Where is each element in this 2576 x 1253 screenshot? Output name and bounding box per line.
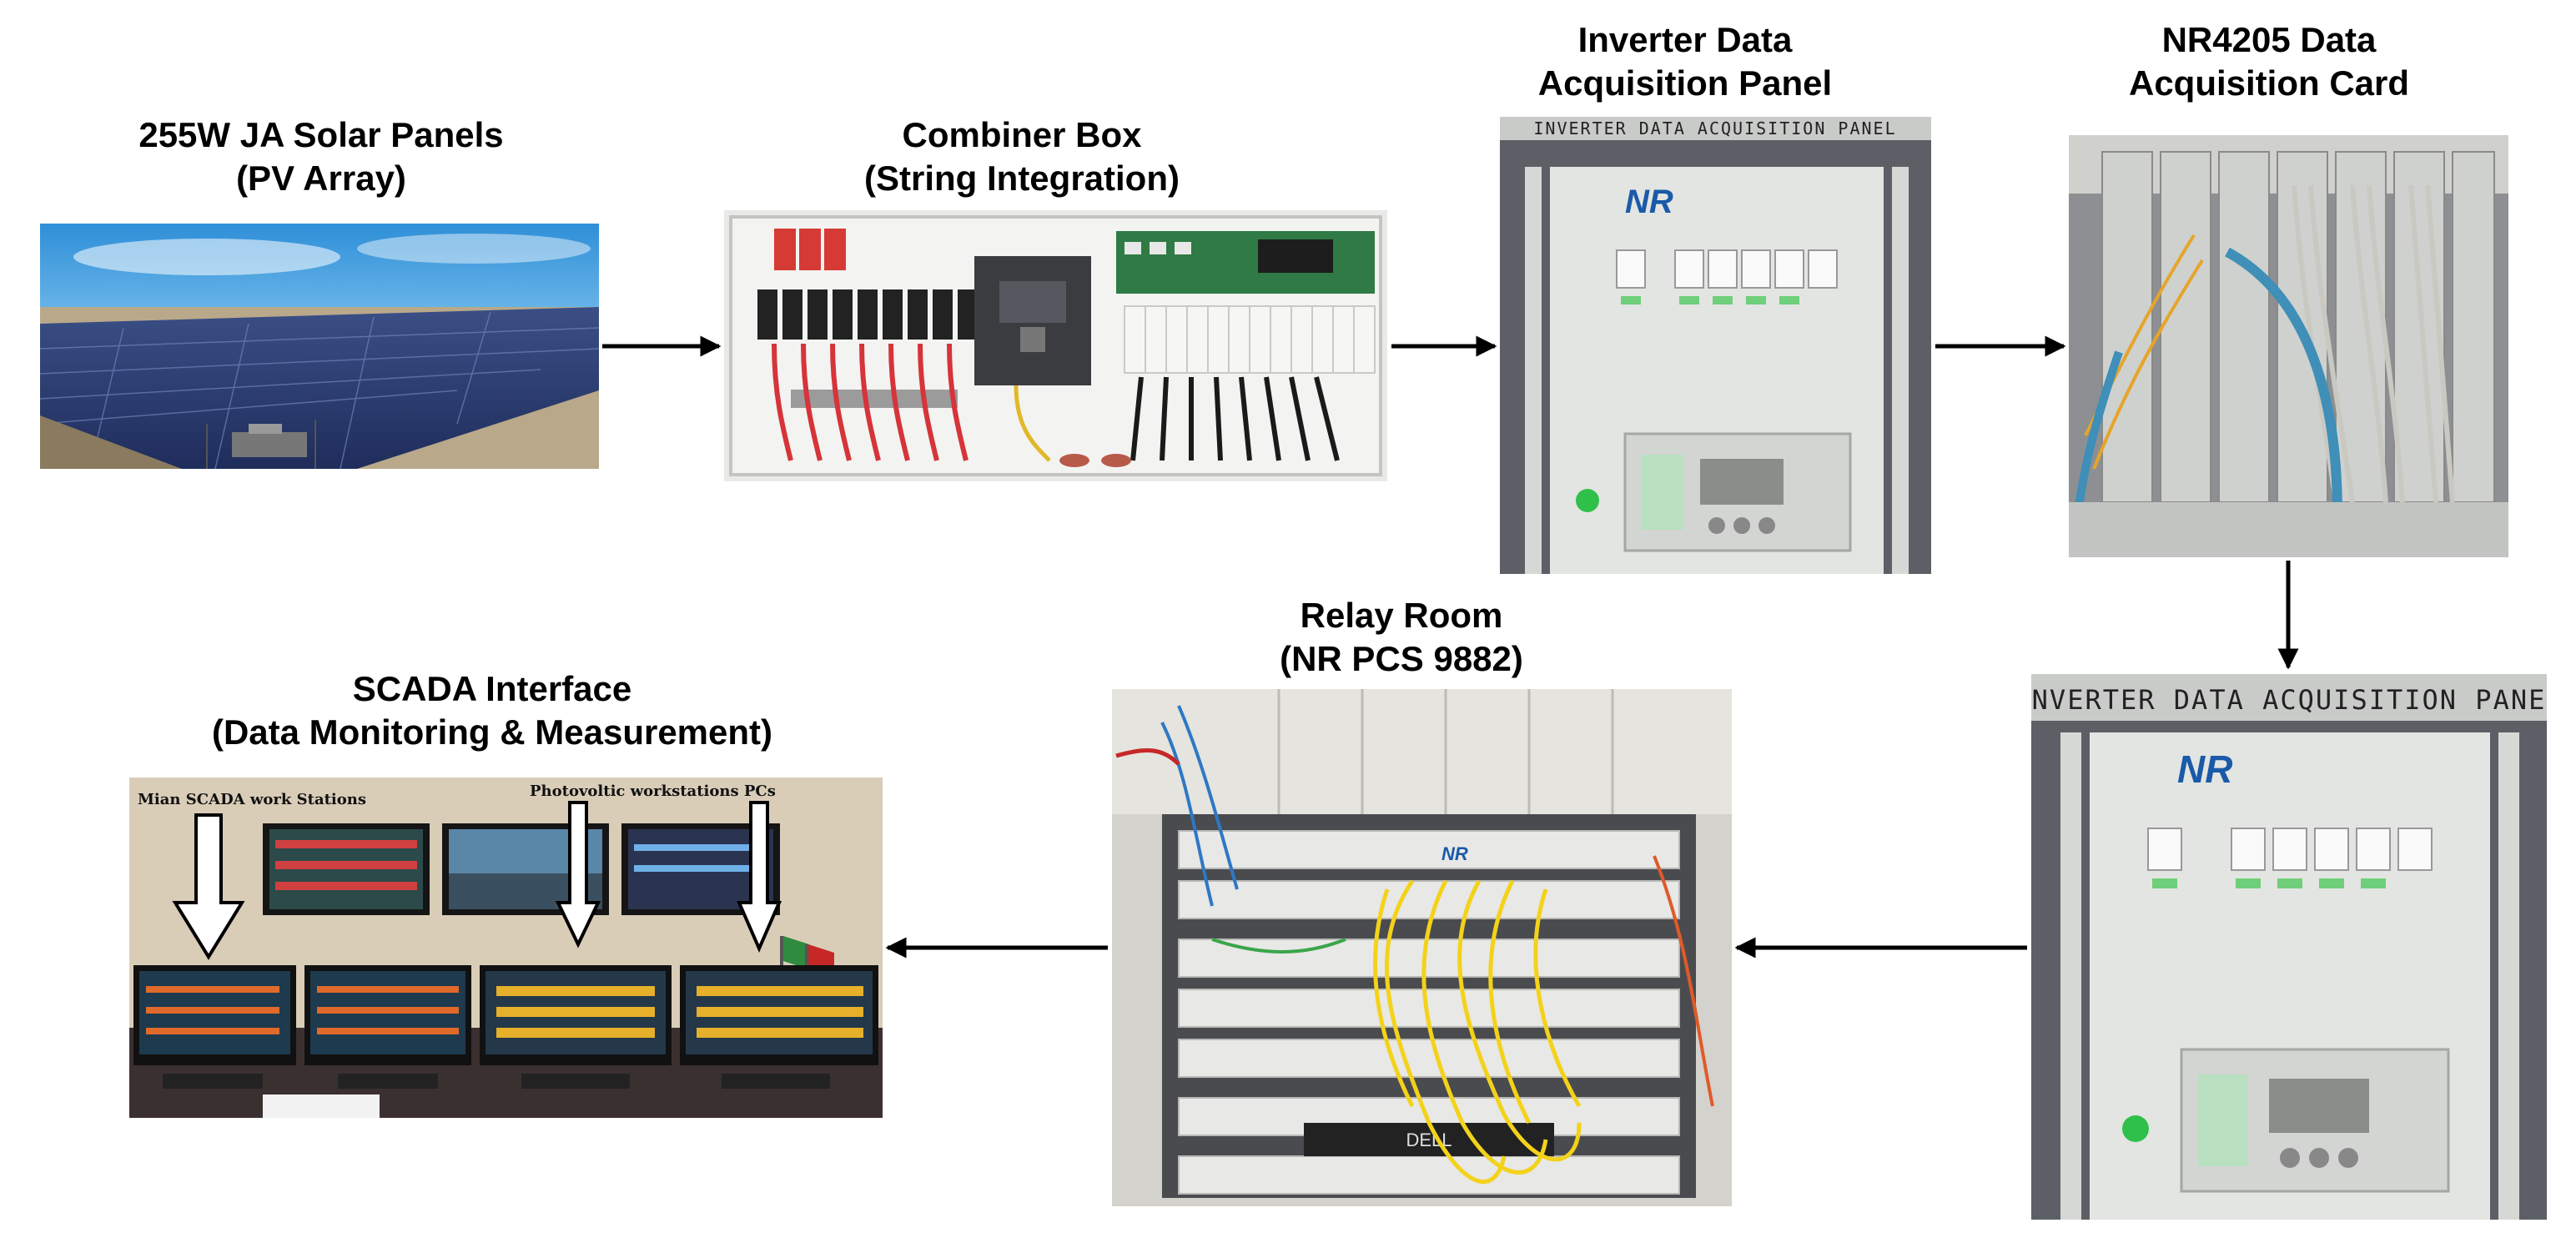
scada-caption-left: Mian SCADA work Stations — [138, 791, 366, 808]
label-combiner-title: Combiner Box — [902, 115, 1142, 154]
inverter-nr-logo: NR — [1625, 184, 1673, 220]
label-card-title: NR4205 Data — [2161, 20, 2377, 59]
inverter2-nr-logo: NR — [2177, 747, 2232, 791]
photo-inverter-panel: INVERTER DATA ACQUISITION PANEL NR — [1500, 117, 1931, 574]
label-solar: 255W JA Solar Panels (PV Array) — [58, 113, 584, 200]
label-combiner-subtitle: (String Integration) — [864, 159, 1180, 198]
photo-solar-array — [40, 224, 599, 469]
scada-caption-right: Photovoltic workstations PCs — [530, 782, 776, 800]
label-relay: Relay Room (NR PCS 9882) — [1118, 594, 1685, 681]
label-card-subtitle: Acquisition Card — [2128, 63, 2410, 103]
label-solar-subtitle: (PV Array) — [236, 159, 406, 198]
inverter2-plate-text: INVERTER DATA ACQUISITION PANEL — [2031, 684, 2547, 716]
label-relay-title: Relay Room — [1300, 596, 1503, 635]
label-scada: SCADA Interface (Data Monitoring & Measu… — [100, 667, 884, 754]
photo-combiner-box — [724, 210, 1387, 481]
label-inverter: Inverter Data Acquisition Panel — [1452, 18, 1919, 105]
label-solar-title: 255W JA Solar Panels — [138, 115, 504, 154]
photo-acquisition-card — [2069, 135, 2508, 557]
label-combiner: Combiner Box (String Integration) — [751, 113, 1293, 200]
label-inverter-title: Inverter Data — [1577, 20, 1793, 59]
label-scada-title: SCADA Interface — [352, 669, 632, 708]
photo-inverter-panel-2: INVERTER DATA ACQUISITION PANEL NR — [2031, 674, 2547, 1220]
relay-switch-logo: NR — [1441, 843, 1468, 864]
photo-relay-room: NR DELL — [1112, 689, 1732, 1206]
label-relay-subtitle: (NR PCS 9882) — [1280, 639, 1523, 678]
label-inverter-subtitle: Acquisition Panel — [1537, 63, 1833, 103]
photo-scada-room: Mian SCADA work Stations Photovoltic wor… — [129, 777, 883, 1118]
label-scada-subtitle: (Data Monitoring & Measurement) — [211, 712, 773, 752]
inverter-plate-text: INVERTER DATA ACQUISITION PANEL — [1533, 118, 1896, 138]
pointer-arrows — [172, 801, 782, 960]
label-card: NR4205 Data Acquisition Card — [2035, 18, 2503, 105]
